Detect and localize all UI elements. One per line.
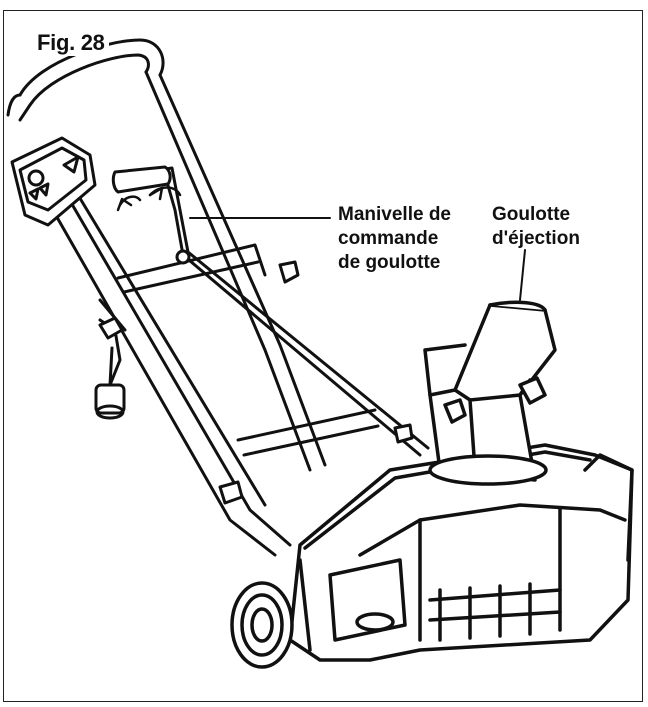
crossbars — [116, 243, 380, 457]
callout-crank-line-2: commande — [338, 228, 439, 249]
power-cord — [94, 298, 127, 420]
callout-chute-line-1: Goulotte — [492, 204, 571, 225]
wheel — [230, 581, 294, 669]
figure-label: Fig. 28 — [33, 30, 109, 56]
knobs — [98, 260, 414, 505]
callout-crank-line-1: Manivelle de — [338, 204, 451, 225]
left-handle-bars — [28, 168, 292, 557]
callout-chute-control-crank: Manivelle de commande de goulotte — [338, 203, 451, 275]
upper-handle — [6, 38, 327, 472]
callout-chute-line-2: d'éjection — [492, 228, 580, 249]
callout-crank-line-3: de goulotte — [338, 252, 441, 273]
control-box — [10, 136, 97, 227]
auger-housing — [288, 443, 634, 662]
callout-discharge-chute: Goulotte d'éjection — [492, 203, 580, 251]
crank-rod — [111, 165, 430, 457]
discharge-chute — [423, 249, 557, 486]
